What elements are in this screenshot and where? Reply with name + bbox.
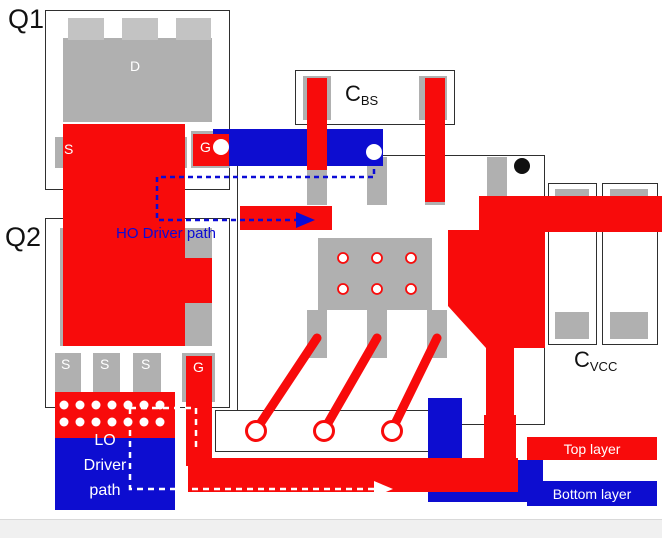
thermal-via (371, 252, 383, 264)
lo-label-line-2: Driver (83, 457, 127, 474)
q2-source-letter-1: S (61, 356, 71, 372)
via (91, 417, 101, 427)
gate-trace-diagonal-2 (319, 333, 382, 435)
ho-driver-path-label: HO Driver path (116, 225, 217, 242)
q1-gate-letter: G (200, 139, 211, 155)
ho-bottom-layer-trace (213, 129, 383, 166)
lo-path-dashed-line (128, 408, 374, 491)
via (139, 417, 149, 427)
q2-source-pad-2 (93, 353, 120, 395)
lo-path-arrow (374, 481, 393, 497)
cvcc2-pad-bottom (610, 312, 648, 339)
legend-bottom-layer-label: Bottom layer (552, 485, 632, 502)
ho-path-arrow (296, 212, 315, 228)
driver-pin-pad-top-4 (487, 157, 507, 205)
layer-transition-via-left (213, 139, 229, 155)
layer-transition-via-right (366, 144, 382, 160)
q1-label: Q1 (8, 4, 45, 34)
via (75, 400, 85, 410)
legend-top-layer-label: Top layer (563, 440, 621, 457)
cvcc1-pad-bottom (555, 312, 589, 339)
bottom-page-strip (0, 519, 662, 538)
cbs-label-prefix: C (345, 81, 361, 106)
cvcc-label-subscript: VCC (589, 359, 618, 374)
cbs-label: CBS (345, 81, 379, 108)
q1-drain-tab (176, 18, 211, 40)
cvcc-label: CVCC (574, 347, 618, 374)
lo-gate-trace-bend (484, 415, 516, 492)
cbs-trace-right (425, 78, 445, 202)
cbs-trace-left (307, 78, 327, 170)
thermal-via (405, 252, 417, 264)
ho-top-layer-trace (240, 206, 332, 230)
lo-bottom-layer-pour (55, 430, 175, 510)
q1-source-letter: S (64, 141, 74, 157)
via (107, 417, 117, 427)
source-via-array (59, 400, 165, 427)
connector-hole-2 (313, 420, 335, 442)
legend-top-layer: Top layer (527, 437, 657, 460)
gate-trace-diagonal-1 (251, 333, 322, 435)
pin1-marker-dot (514, 158, 530, 174)
vcc-copper-bar (479, 196, 662, 232)
source-copper-plane (63, 124, 185, 346)
driver-thermal-pad (318, 238, 432, 310)
q1-drain-pad (63, 38, 212, 122)
lo-path-dashed-box (130, 406, 198, 452)
via (59, 400, 69, 410)
legend-bottom-layer: Bottom layer (527, 481, 657, 506)
driver-pin-pad-top-2 (367, 157, 387, 205)
lo-label-line-1: LO (94, 432, 116, 449)
via (155, 417, 165, 427)
q2-source-pad-3 (133, 353, 161, 395)
via (107, 400, 117, 410)
thermal-via (371, 283, 383, 295)
thermal-via (337, 252, 349, 264)
thermal-via (405, 283, 417, 295)
q2-source-letter-3: S (141, 356, 151, 372)
q2-source-letter-2: S (100, 356, 110, 372)
q2-gate-copper (186, 356, 212, 466)
gate-trace-diagonal-3 (387, 333, 442, 435)
source-via-copper (55, 392, 175, 438)
via (75, 417, 85, 427)
q2-source-pad-1 (55, 353, 81, 395)
lo-label-line-3: path (89, 482, 121, 499)
via (59, 417, 69, 427)
lo-gate-trace-vertical (486, 345, 514, 425)
connector-hole-3 (381, 420, 403, 442)
thermal-via (337, 283, 349, 295)
thermal-via-array (337, 252, 417, 295)
copper-pour-polygon (448, 230, 545, 348)
q1-drain-letter: D (130, 58, 141, 74)
source-copper-step (185, 258, 212, 303)
q1-drain-tab (122, 18, 158, 40)
lo-gate-trace-horizontal (188, 458, 518, 492)
cbs-label-subscript: BS (360, 93, 379, 108)
cvcc-label-prefix: C (574, 347, 590, 372)
via (91, 400, 101, 410)
q1-drain-tab (68, 18, 104, 40)
q2-label: Q2 (5, 222, 42, 252)
connector-hole-1 (245, 420, 267, 442)
lo-driver-path-label: LO Driver path (55, 428, 155, 503)
q2-gate-letter: G (193, 359, 204, 375)
ho-path-dashed-line (155, 160, 376, 222)
